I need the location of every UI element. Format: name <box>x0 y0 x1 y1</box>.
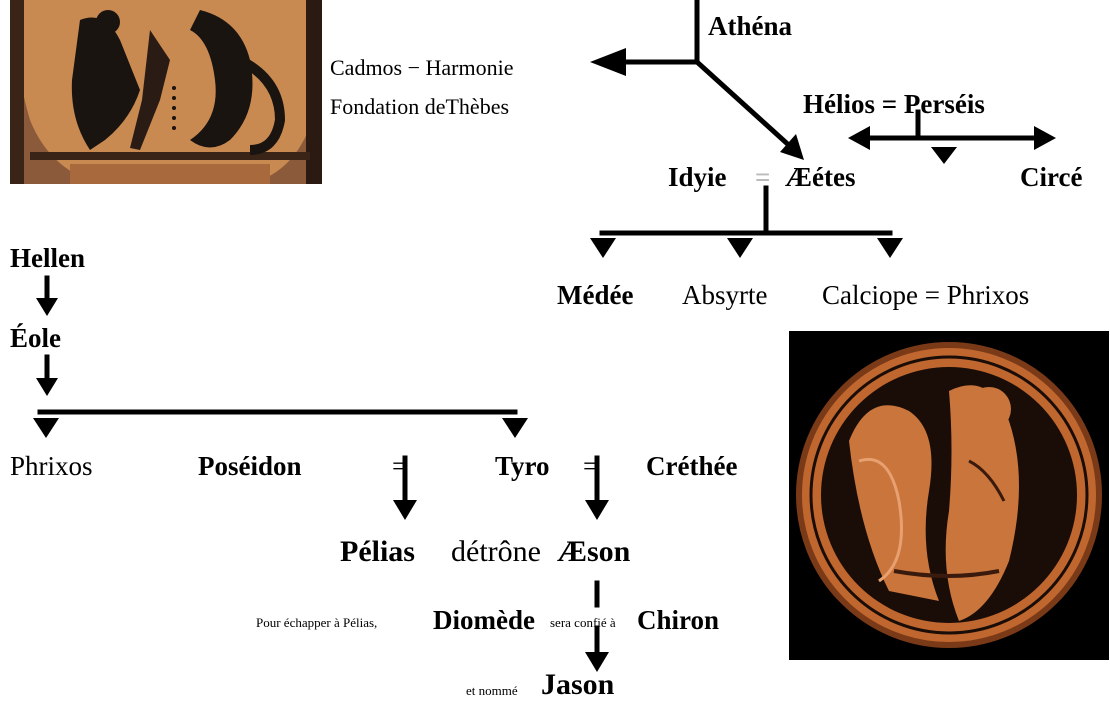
thebes-foundation-note: Fondation deThèbes <box>330 96 509 118</box>
crethee-node: Créthée <box>646 453 737 480</box>
eole-node: Éole <box>10 325 61 352</box>
poseidon-tyro-equals: = <box>392 453 407 480</box>
cadmos-harmonie-couple: Cadmos − Harmonie <box>330 57 514 79</box>
athena-node: Athéna <box>708 13 792 40</box>
aeetes-node: Æétes <box>785 164 855 191</box>
amphora-painting-image <box>10 0 322 184</box>
chiron-line-prefix: Pour échapper à Pélias, <box>256 616 377 629</box>
helios-perseis-couple: Hélios = Perséis <box>803 91 985 118</box>
hellen-node: Hellen <box>10 245 85 272</box>
pelias-verb: détrône <box>451 537 541 567</box>
chiron-node: Chiron <box>637 607 719 634</box>
tyro-crethee-equals: = <box>583 453 598 480</box>
absyrte-node: Absyrte <box>682 282 767 309</box>
idyie-node: Idyie <box>668 164 727 191</box>
medee-node: Médée <box>557 282 633 309</box>
chiron-line-middle: sera confié à <box>550 616 616 629</box>
aeson-node: Æson <box>557 537 630 567</box>
circe-node: Circé <box>1020 164 1082 191</box>
tyro-node: Tyro <box>495 453 550 480</box>
pelias-node: Pélias <box>340 537 415 567</box>
poseidon-node: Poséidon <box>198 453 302 480</box>
diomede-node: Diomède <box>433 607 535 634</box>
jason-node: Jason <box>541 670 614 700</box>
kylix-painting-image <box>789 331 1109 660</box>
jason-line-prefix: et nommé <box>466 684 518 697</box>
phrixos-node: Phrixos <box>10 453 93 480</box>
calciope-phrixos-couple: Calciope = Phrixos <box>822 282 1029 309</box>
idyie-aeetes-equals: = <box>755 164 770 191</box>
